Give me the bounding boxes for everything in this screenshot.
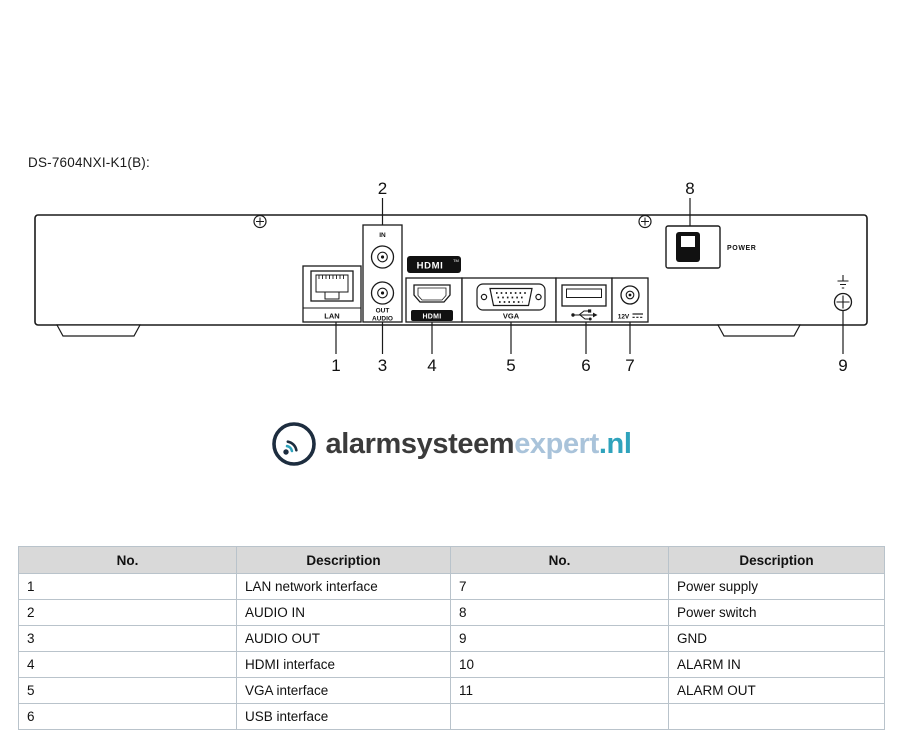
cell-no: 7 [450,573,669,600]
cell-no: 3 [18,625,237,652]
power-label: POWER [727,245,756,252]
callout-8: 8 [685,180,694,198]
table-row: 1 LAN network interface 7 Power supply [18,573,885,600]
power-switch [665,225,721,269]
chassis-screw-left [253,214,267,229]
brand-word-dark: alarmsysteem [325,427,515,460]
cell-desc: USB interface [236,703,451,730]
brand-logo: alarmsysteemexpert.nl [0,421,902,467]
callout-1: 1 [331,356,340,375]
cell-desc: ALARM IN [668,651,885,678]
cell-desc: LAN network interface [236,573,451,600]
dc-symbol-icon [632,313,643,318]
cell-desc: Power switch [668,599,885,626]
audio-in-label: IN [379,232,386,239]
cell-desc: Power supply [668,573,885,600]
header-no-right: No. [450,546,669,574]
cell-no: 1 [18,573,237,600]
brand-logo-text: alarmsysteemexpert.nl [326,428,632,461]
audio-jacks [362,224,403,323]
table-row: 6 USB interface [18,703,885,730]
callout-9: 9 [838,356,847,375]
callout-5: 5 [506,356,515,375]
cell-desc: AUDIO OUT [236,625,451,652]
description-table: No. Description No. Description 1 LAN ne… [18,546,885,730]
usb-icon [571,309,598,321]
cell-no: 9 [450,625,669,652]
brand-word-light: expert [514,427,599,460]
hdmi-port-label: HDMI [422,314,441,321]
brand-word-tld: .nl [598,427,632,460]
lan-label: LAN [324,312,339,321]
cell-desc: VGA interface [236,677,451,704]
cell-desc: GND [668,625,885,652]
cell-no: 6 [18,703,237,730]
lan-port [302,265,362,323]
dc-power-jack [611,277,649,323]
dc12v-label: 12V [618,314,630,321]
cell-no: 4 [18,651,237,678]
cell-no: 2 [18,599,237,626]
cell-no: 5 [18,677,237,704]
cell-desc [668,703,885,730]
vga-label: VGA [503,312,520,321]
table-row: 4 HDMI interface 10 ALARM IN [18,651,885,678]
cell-no: 11 [450,677,669,704]
cell-no: 10 [450,651,669,678]
callout-6: 6 [581,356,590,375]
gnd-screw [833,275,853,312]
cell-desc: ALARM OUT [668,677,885,704]
cell-no [450,703,669,730]
rear-panel-diagram: LAN IN OUT AUDIO HDMI TM HDMI VGA [34,180,868,375]
table-row: 5 VGA interface 11 ALARM OUT [18,677,885,704]
brand-logo-icon [271,422,316,466]
hdmi-port [405,256,463,323]
cell-desc: AUDIO IN [236,599,451,626]
callout-2: 2 [378,180,387,198]
callout-4: 4 [427,356,436,375]
header-desc-left: Description [236,546,451,574]
table-row: 2 AUDIO IN 8 Power switch [18,599,885,626]
cell-no: 8 [450,599,669,626]
table-row: 3 AUDIO OUT 9 GND [18,625,885,652]
model-label: DS-7604NXI-K1(B): [28,155,150,170]
cell-desc: HDMI interface [236,651,451,678]
audio-label: AUDIO [372,316,393,323]
chassis-screw-right [638,214,652,229]
hdmi-tm-label: TM [453,258,459,263]
header-no-left: No. [18,546,237,574]
callout-lines [335,198,844,354]
table-header-row: No. Description No. Description [18,546,885,574]
header-desc-right: Description [668,546,885,574]
callout-3: 3 [378,356,387,375]
audio-out-label: OUT [376,308,390,315]
vga-port [461,277,557,323]
hdmi-badge-label: HDMI [417,261,444,272]
callout-7: 7 [625,356,634,375]
